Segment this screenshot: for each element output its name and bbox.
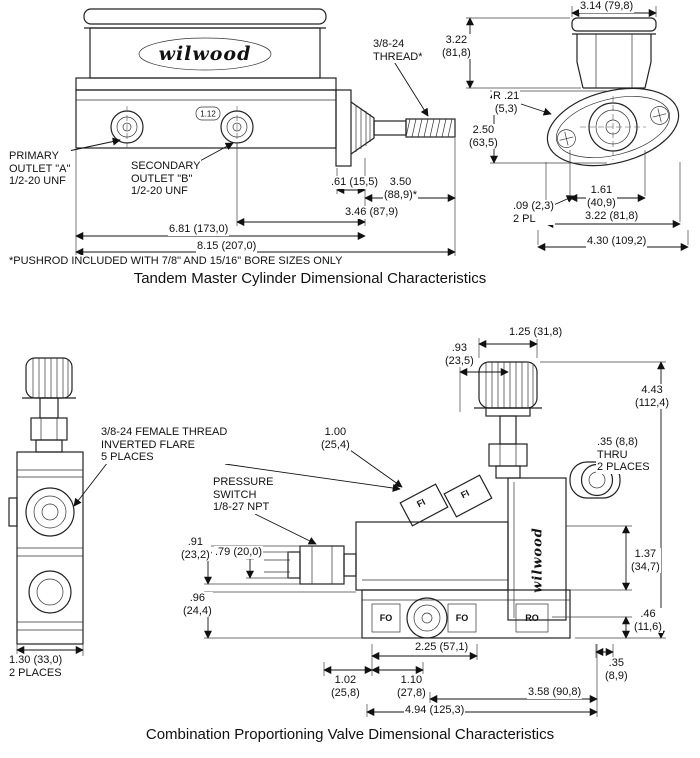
dim-46: .46 (11,6) bbox=[633, 608, 663, 634]
wilwood-logo-vertical: wilwood bbox=[530, 527, 546, 593]
dim-61: .61 (15,5) bbox=[330, 176, 380, 189]
dim-96: .96 (24,4) bbox=[182, 592, 213, 618]
dim-225: 2.25 (57,1) bbox=[414, 641, 470, 654]
prop-valve-side-view bbox=[8, 357, 84, 645]
dim-350: 3.50 (88,9)* bbox=[383, 176, 419, 202]
dim-358: 3.58 (90,8) bbox=[527, 686, 583, 699]
pushrod-footnote: *PUSHROD INCLUDED WITH 7/8" AND 15/16" B… bbox=[8, 255, 344, 268]
prop-valve-front-view bbox=[264, 361, 621, 639]
pressure-switch-note: PRESSURE SWITCH 1/8-27 NPT bbox=[212, 476, 275, 514]
dim-reservoir-height: 3.22 (81,8) bbox=[441, 34, 472, 60]
primary-outlet-note: PRIMARY OUTLET "A" 1/2-20 UNF bbox=[8, 150, 72, 188]
extension-lines-bottom bbox=[16, 338, 666, 717]
dim-681: 6.81 (173,0) bbox=[168, 223, 230, 236]
thru-hole-note: .35 (8,8) THRU 2 PLACES bbox=[596, 436, 651, 474]
dim-322-bottom: 3.22 (81,8) bbox=[584, 210, 640, 223]
bore-size-label: 1.12 bbox=[200, 109, 216, 119]
port-label-ro: RO bbox=[525, 613, 539, 623]
dim-161: 1.61 (40,9) bbox=[586, 184, 617, 210]
secondary-outlet-note: SECONDARY OUTLET "B" 1/2-20 UNF bbox=[130, 160, 202, 198]
master-cylinder-end-view bbox=[546, 17, 680, 167]
dim-35: .35 (8,9) bbox=[604, 657, 629, 683]
dim-430: 4.30 (109,2) bbox=[586, 235, 648, 248]
dim-125: 1.25 (31,8) bbox=[508, 326, 564, 339]
leader-lines-top bbox=[63, 59, 575, 208]
bottom-caption: Combination Proportioning Valve Dimensio… bbox=[145, 726, 555, 743]
dim-flange-height: 2.50 (63,5) bbox=[468, 124, 499, 150]
leader-lines-bottom bbox=[73, 449, 613, 545]
dimension-lines-bottom bbox=[16, 339, 666, 717]
master-cylinder-side-view bbox=[75, 8, 456, 167]
dim-102: 1.02 (25,8) bbox=[330, 674, 361, 700]
dim-radius: R .21 (5,3) bbox=[492, 90, 521, 116]
port-label-fo-1: FO bbox=[379, 613, 393, 623]
port-label-fo-2: FO bbox=[455, 613, 469, 623]
dim-137: 1.37 (34,7) bbox=[630, 548, 661, 574]
dim-110: 1.10 (27,8) bbox=[396, 674, 427, 700]
dim-91: .91 (23,2) bbox=[180, 536, 211, 562]
dim-494: 4.94 (125,3) bbox=[404, 704, 466, 717]
thread-note: 3/8-24 THREAD* bbox=[372, 38, 424, 64]
wilwood-logo: wilwood bbox=[158, 43, 252, 65]
dim-93: .93 (23,5) bbox=[444, 342, 475, 368]
dim-width-top: 3.14 (79,8) bbox=[579, 0, 635, 13]
top-caption: Tandem Master Cylinder Dimensional Chara… bbox=[133, 270, 487, 287]
dim-346: 3.46 (87,9) bbox=[344, 206, 400, 219]
dim-100: 1.00 (25,4) bbox=[320, 426, 351, 452]
dim-443: 4.43 (112,4) bbox=[634, 384, 671, 410]
dim-79: .79 (20,0) bbox=[214, 546, 264, 559]
dim-130: 1.30 (33,0) 2 PLACES bbox=[8, 654, 64, 680]
female-thread-note: 3/8-24 FEMALE THREAD INVERTED FLARE 5 PL… bbox=[100, 426, 229, 464]
dim-815: 8.15 (207,0) bbox=[196, 240, 258, 253]
dim-09: .09 (2,3) 2 PL bbox=[512, 200, 555, 226]
